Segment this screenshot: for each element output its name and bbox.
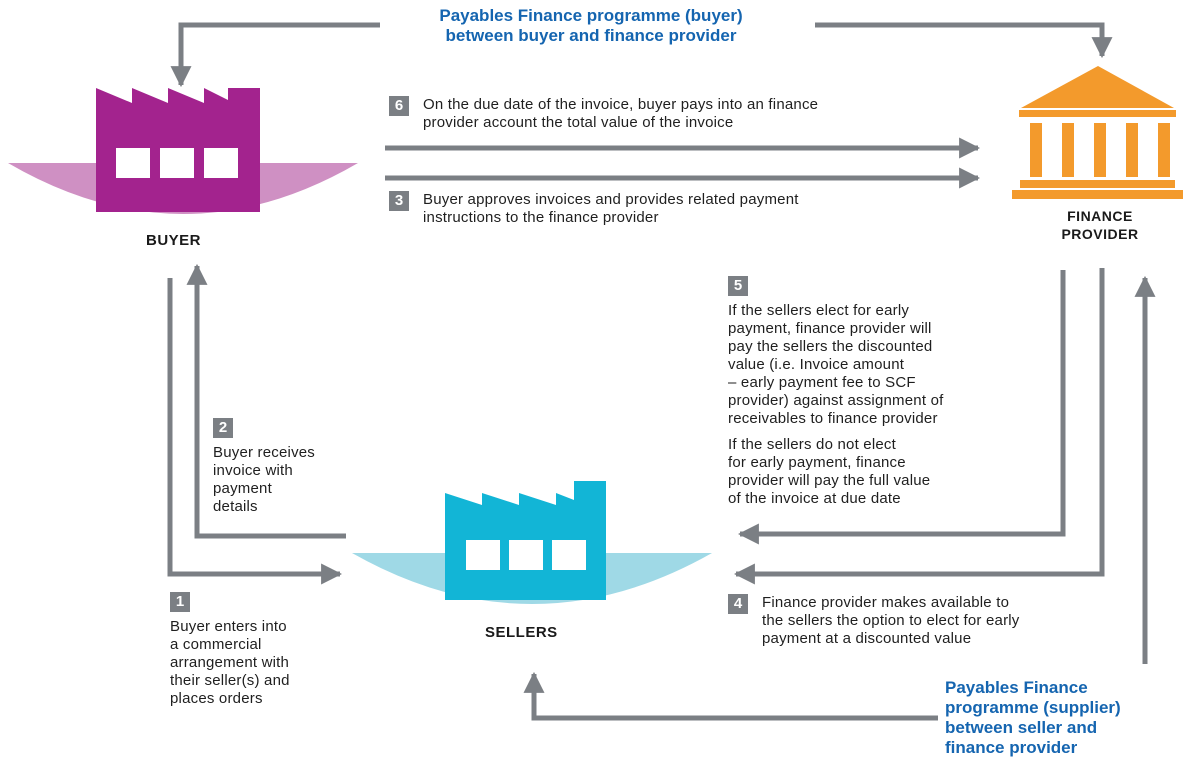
sellers-label: SELLERS — [485, 624, 558, 641]
step-2: 2 Buyer receives invoice with payment de… — [213, 418, 315, 516]
finance-provider-label: FINANCE PROVIDER — [1055, 207, 1145, 243]
step-1-line-1: Buyer enters into — [170, 618, 287, 635]
arrows — [167, 22, 1156, 721]
step-6-line-2: provider account the total value of the … — [423, 114, 734, 131]
step-5-line-2: payment, finance provider will — [728, 320, 932, 337]
step-1: 1 Buyer enters into a commercial arrange… — [170, 592, 290, 708]
step-1-number: 1 — [170, 592, 190, 612]
step-2-number: 2 — [213, 418, 233, 438]
step-4-line-2: the sellers the option to elect for earl… — [762, 612, 1020, 629]
step-2-text: Buyer receives invoice with payment deta… — [213, 444, 315, 516]
programme-supplier-line-1: Payables Finance — [945, 678, 1088, 697]
step-3-text: Buyer approves invoices and provides rel… — [423, 191, 799, 227]
step-4-text: Finance provider makes available to the … — [762, 594, 1020, 648]
step-5b-line-1: If the sellers do not elect — [728, 436, 896, 453]
step-6-line-1: On the due date of the invoice, buyer pa… — [423, 96, 819, 113]
step-1-text: Buyer enters into a commercial arrangeme… — [170, 618, 290, 708]
step-2-line-2: invoice with — [213, 462, 293, 479]
programme-buyer-line-1: Payables Finance programme (buyer) — [439, 6, 743, 25]
step-4: 4 Finance provider makes available to th… — [728, 594, 1020, 648]
step-2-line-1: Buyer receives — [213, 444, 316, 461]
step-5-text: If the sellers elect for early payment, … — [728, 302, 943, 428]
step-5-number: 5 — [728, 276, 748, 296]
step-5-line-5: – early payment fee to SCF — [728, 374, 916, 391]
buyer-icon — [8, 88, 358, 214]
step-1-line-5: places orders — [170, 690, 263, 707]
step-5-line-7: receivables to finance provider — [728, 410, 938, 427]
step-5-line-3: pay the sellers the discounted — [728, 338, 933, 355]
programme-supplier-line-2: programme (supplier) — [945, 698, 1121, 717]
step-5b-line-3: provider will pay the full value — [728, 472, 931, 489]
step-6-text: On the due date of the invoice, buyer pa… — [423, 96, 818, 132]
step-5-line-4: value (i.e. Invoice amount — [728, 356, 905, 373]
arrow-programme-buyer-to-buyer — [170, 22, 380, 88]
step-1-line-3: arrangement with — [170, 654, 290, 671]
step-4-line-1: Finance provider makes available to — [762, 594, 1010, 611]
arrow-2 — [186, 263, 346, 539]
arrow-programme-buyer-to-finance — [815, 22, 1113, 59]
bank-icon — [1012, 66, 1183, 199]
step-4-line-3: payment at a discounted value — [762, 630, 972, 647]
step-2-line-3: payment — [213, 480, 272, 497]
finance-provider-label-line-2: PROVIDER — [1061, 226, 1139, 242]
step-6: 6 On the due date of the invoice, buyer … — [389, 96, 818, 132]
step-5-line-1: If the sellers elect for early — [728, 302, 910, 319]
step-1-line-2: a commercial — [170, 636, 262, 653]
finance-provider-label-line-1: FINANCE — [1067, 208, 1133, 224]
step-2-line-4: details — [213, 498, 258, 515]
step-3-line-1: Buyer approves invoices and provides rel… — [423, 191, 799, 208]
arrow-5 — [737, 270, 1066, 545]
step-4-number: 4 — [728, 594, 748, 614]
step-5b-line-2: for early payment, finance — [728, 454, 906, 471]
programme-supplier-line-3: between seller and — [945, 718, 1098, 737]
arrow-supplier-programme-to-sellers — [523, 671, 938, 721]
programme-supplier-label: Payables Finance programme (supplier) be… — [945, 678, 1121, 758]
step-3-number: 3 — [389, 191, 409, 211]
step-3-line-2: instructions to the finance provider — [423, 209, 659, 226]
sellers-icon — [352, 481, 712, 604]
buyer-label: BUYER — [146, 232, 202, 249]
step-1-line-4: their seller(s) and — [170, 672, 290, 689]
step-6-number: 6 — [389, 96, 409, 116]
step-3: 3 Buyer approves invoices and provides r… — [389, 191, 799, 227]
step-5-text-b: If the sellers do not elect for early pa… — [728, 436, 943, 508]
step-5: 5 If the sellers elect for early payment… — [728, 276, 943, 508]
arrow-1 — [167, 278, 343, 585]
programme-buyer-line-2: between buyer and finance provider — [445, 26, 737, 45]
arrow-4 — [733, 268, 1105, 585]
step-5b-line-4: of the invoice at due date — [728, 490, 901, 507]
programme-buyer-label: Payables Finance programme (buyer) betwe… — [389, 6, 793, 46]
programme-supplier-line-4: finance provider — [945, 738, 1078, 757]
step-5-line-6: provider) against assignment of — [728, 392, 944, 409]
